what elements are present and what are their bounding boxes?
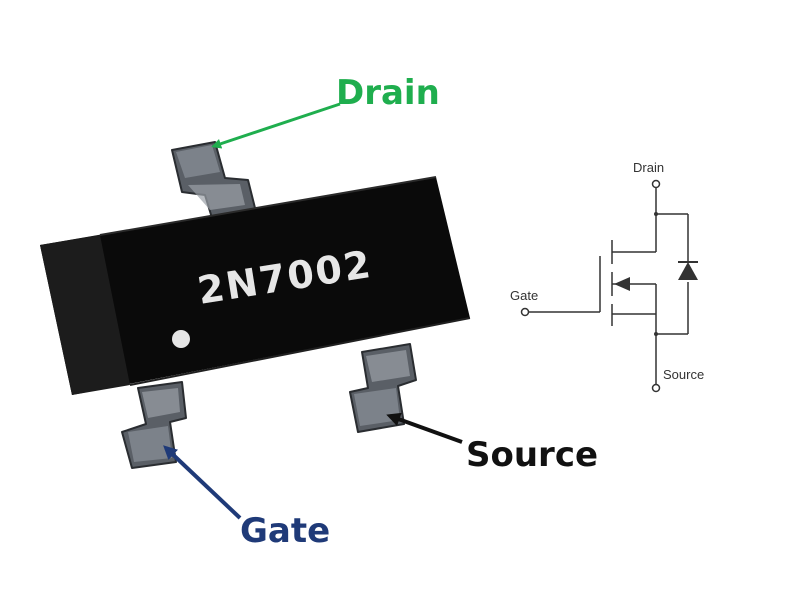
package-body <box>40 176 471 395</box>
schematic-body-diode-icon <box>678 262 698 280</box>
schematic-drain-terminal <box>651 179 661 189</box>
source-callout-label: Source <box>466 435 598 475</box>
mosfet-schematic: Drain Source Gate <box>510 160 704 393</box>
source-callout: Source <box>386 412 598 475</box>
drain-callout: Drain <box>211 73 440 149</box>
gate-arrow <box>163 445 242 520</box>
source-arrow <box>386 412 463 444</box>
schematic-gate-terminal <box>520 307 530 317</box>
schematic-drain-label: Drain <box>633 160 664 175</box>
gate-callout: Gate <box>163 445 330 551</box>
drain-callout-label: Drain <box>336 73 440 113</box>
schematic-gate-label: Gate <box>510 288 538 303</box>
sot23-package: 2N7002 <box>40 141 471 469</box>
schematic-channel-arrow-icon <box>614 277 630 291</box>
drain-lead <box>171 141 257 219</box>
schematic-source-terminal <box>651 383 661 393</box>
drain-arrow <box>211 102 341 149</box>
schematic-source-label: Source <box>663 367 704 382</box>
source-lead <box>349 343 417 433</box>
gate-callout-label: Gate <box>240 511 330 551</box>
pin1-marker-icon <box>172 330 190 348</box>
